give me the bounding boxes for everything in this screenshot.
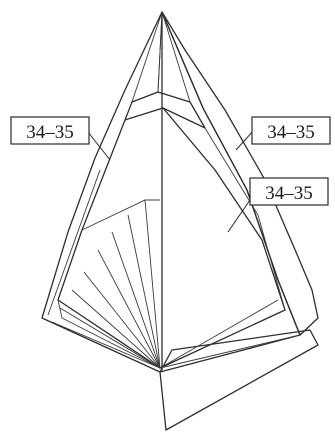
step-label-left-text: 34–35 — [26, 122, 74, 143]
leader-line-left — [88, 132, 110, 160]
right-back-flap — [162, 12, 318, 335]
tip-pleat-left — [132, 12, 162, 102]
right-inner-creases — [160, 108, 300, 368]
step-label-top-right-text: 34–35 — [267, 122, 315, 143]
step-label-mid-right-text: 34–35 — [265, 183, 313, 204]
tip-pleat-right — [158, 12, 190, 102]
step-label-top-right: 34–35 — [252, 117, 330, 144]
bottom-tail-flap — [160, 330, 318, 430]
step-label-mid-right: 34–35 — [250, 178, 328, 205]
step-label-left: 34–35 — [11, 117, 89, 144]
